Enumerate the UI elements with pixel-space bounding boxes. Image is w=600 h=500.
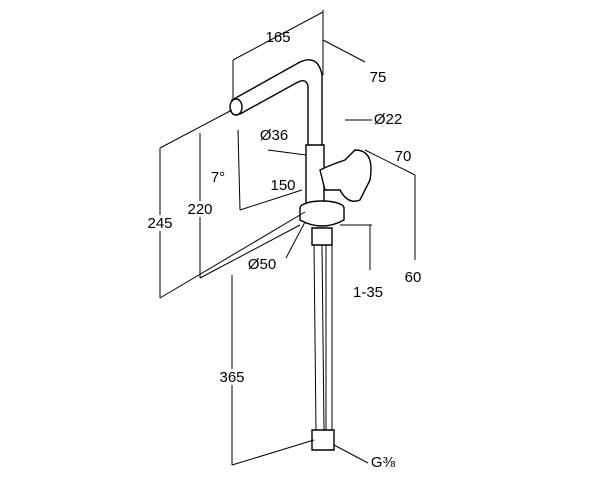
dim-diameter-50: Ø50 <box>248 256 276 273</box>
dim-1-35: 1-35 <box>353 284 383 301</box>
dim-60: 60 <box>405 269 422 286</box>
dim-diameter-22: Ø22 <box>374 111 402 128</box>
dim-150: 150 <box>270 177 295 194</box>
faucet-outline <box>229 59 372 451</box>
dim-365: 365 <box>219 369 244 386</box>
dim-7-degree: 7° <box>211 169 225 186</box>
dim-220: 220 <box>187 201 212 218</box>
dim-245: 245 <box>147 215 172 232</box>
dim-165: 165 <box>265 29 290 46</box>
dim-75: 75 <box>370 69 387 86</box>
dim-thread-g38: G⅜ <box>371 454 396 471</box>
dim-70: 70 <box>395 148 412 165</box>
dimension-lines <box>159 10 416 466</box>
dim-diameter-36: Ø36 <box>260 127 288 144</box>
dimension-labels: 165 75 Ø22 Ø36 70 7° 150 245 220 Ø50 60 … <box>144 29 422 471</box>
